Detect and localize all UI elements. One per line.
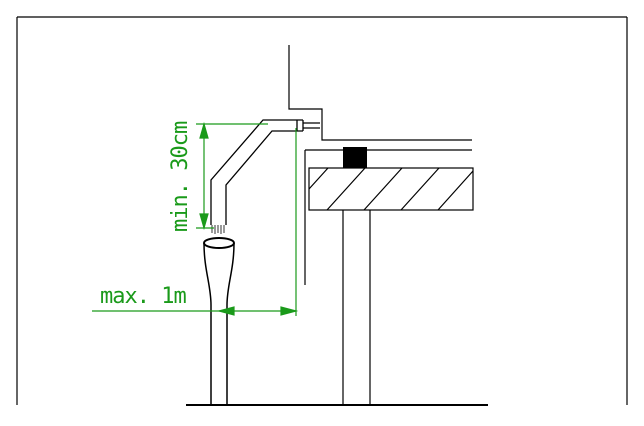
appliance-outline [288,45,472,285]
seal-block [343,147,367,168]
horizontal-requirement-label: max. 1m [100,284,186,309]
support-post [342,210,371,405]
horizontal-dimension [92,128,299,316]
drain-hose [210,119,320,225]
height-requirement-label: min. 30cm [168,121,193,232]
support-beam [308,167,474,211]
hose-end-fringe [211,225,225,234]
standpipe [203,237,235,405]
diagram-frame [16,16,628,405]
height-dimension [196,121,268,231]
